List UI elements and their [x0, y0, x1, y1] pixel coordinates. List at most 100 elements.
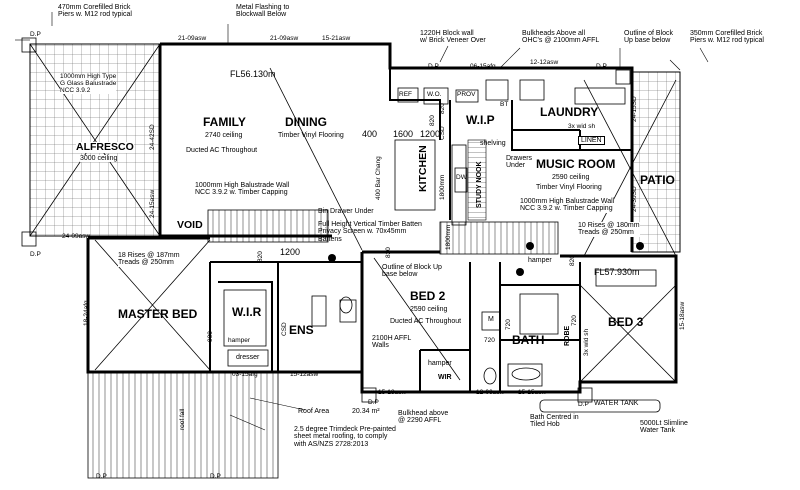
stair-right: [439, 221, 559, 255]
label-hamper-3: hamper: [528, 257, 552, 264]
dim-d22: 15-15asw: [518, 389, 547, 396]
stair-kitchen: [467, 139, 487, 221]
dim-d33: 820: [439, 103, 446, 114]
label-dw: DW: [456, 174, 467, 181]
room-wir-small: WIR: [438, 374, 452, 381]
dim-d15: 1200: [280, 247, 301, 257]
dim-d20: 15-18asw: [378, 389, 407, 396]
room-family-ac: Ducted AC Throughout: [186, 147, 258, 154]
label-dp-1: D.P: [30, 31, 41, 38]
dim-d3: 15-21asw: [322, 35, 351, 42]
dim-d23: 15-18asw: [679, 301, 686, 330]
room-ens: ENS: [289, 323, 314, 337]
dim-d29: 720: [484, 337, 495, 344]
dim-d13: 820: [429, 115, 436, 126]
note-water-tank: 5000Lt Slimline Water Tank: [640, 420, 688, 435]
room-bed3: BED 3: [608, 315, 644, 329]
dim-d25: 3x wid sh: [583, 328, 590, 356]
room-family: FAMILY: [203, 115, 246, 129]
label-bt: BT: [500, 101, 509, 108]
room-family-ceiling: 2740 ceiling: [205, 132, 243, 139]
label-dresser: dresser: [236, 354, 260, 361]
dim-d4: 06-15afg: [470, 63, 496, 70]
dim-d34: 900: [207, 331, 214, 342]
dim-d32: 820: [569, 255, 576, 266]
label-dp-2: D.P: [30, 251, 41, 258]
patio-deck: [631, 71, 681, 253]
note-outline-block: Outline of Block Up base below: [624, 30, 674, 45]
note-walls-2100: 2100H AFFL Walls: [372, 335, 412, 350]
note-bin-drawer: Bin Drawer Under: [318, 208, 374, 215]
dim-d26: 400 Bar Chang: [375, 156, 382, 200]
dim-d11: 1600: [393, 129, 414, 139]
room-patio: PATIO: [640, 173, 675, 187]
room-music-ceiling: 2590 ceiling: [552, 174, 590, 181]
note-balustrade-void: 1000mm High Balustrade Wall NCC 3.9.2 w.…: [195, 182, 290, 197]
note-balustrade-alfresco: 1000mm High Type G Glass Balustrade NCC …: [60, 73, 117, 95]
dim-d40: 820: [385, 247, 392, 258]
dim-d12: 1200: [420, 129, 441, 139]
label-fl-bed3: FL57.930m: [594, 267, 640, 277]
room-alfresco: ALFRESCO: [76, 141, 134, 154]
note-bulkhead-above: Bulkhead above @ 2290 AFFL: [398, 410, 449, 425]
note-outline-block-bed2: Outline of Block Up base below: [382, 264, 442, 279]
room-master-bed: MASTER BED: [118, 307, 198, 321]
dim-d6: 24-42SD: [149, 124, 156, 150]
label-wo: W.O.: [427, 91, 442, 98]
dim-d21: 12-06asw: [476, 389, 505, 396]
note-roof-area-value: 20.34 m²: [352, 408, 380, 415]
note-balustrade-patio: 1000mm High Balustrade Wall NCC 3.9.2 w.…: [520, 198, 615, 213]
room-wip: W.I.P: [466, 113, 495, 127]
dim-d37: roof fall: [179, 408, 186, 430]
label-dp-3: D.P: [428, 63, 439, 70]
note-bulkheads: Bulkheads Above all OHC's @ 2100mm AFFL: [522, 30, 600, 45]
dim-d18: 03-15afg: [232, 371, 258, 378]
label-dp-5: D.P: [96, 473, 107, 480]
dim-d17: 18-24afg: [83, 300, 90, 326]
room-bed2-ac: Ducted AC Throughout: [390, 318, 462, 325]
dim-d16: 820: [257, 251, 264, 262]
label-hamper-2: hamper: [428, 360, 452, 367]
note-rises-patio: 10 Rises @ 180mm Treads @ 250mm: [578, 222, 640, 237]
room-music: MUSIC ROOM: [536, 157, 616, 171]
note-batten-screen: Full Height Vertical Timber Batten Priva…: [318, 221, 422, 243]
label-csd-2: CSD: [281, 322, 288, 336]
room-dining: DINING: [285, 115, 327, 129]
room-bed2-ceiling: 2590 ceiling: [410, 306, 448, 313]
note-bath-centred: Bath Centred in Tiled Hob: [530, 414, 579, 429]
note-rises-stair: 18 Rises @ 187mm Treads @ 250mm: [118, 252, 180, 267]
label-dp-4: D.P: [596, 63, 607, 70]
note-shelving: shelving: [480, 140, 506, 147]
dim-d7: 24-15asw: [149, 189, 156, 218]
room-bath: BATH: [512, 333, 545, 347]
label-fl-main: FL56.130m: [230, 69, 276, 79]
room-study-nook: STUDY NOOK: [476, 161, 483, 208]
label-dp-7: D.P: [578, 401, 589, 408]
dim-d28: 1800mm: [445, 224, 452, 250]
room-laundry: LAUNDRY: [540, 105, 599, 119]
room-wir: W.I.R: [232, 305, 262, 319]
note-metal-flashing: Metal Flashing to Blockwall Below: [236, 4, 290, 19]
label-csd-1: CSD: [439, 126, 446, 140]
label-prov: PROV: [457, 91, 476, 98]
dim-d2: 21-09asw: [270, 35, 299, 42]
label-m: M: [488, 316, 494, 323]
note-drawers-under: Drawers Under: [506, 155, 533, 170]
label-water-tank: WATER TANK: [594, 400, 639, 407]
room-kitchen: KITCHEN: [417, 145, 429, 192]
note-roofing: 2.5 degree Trimdeck Pre-painted sheet me…: [294, 426, 396, 448]
note-block-wall: 1220H Block wall w/ Brick Veneer Over: [420, 30, 486, 45]
dim-d19: 15-12asw: [290, 371, 319, 378]
note-corefilled-left: 470mm Corefilled Brick Piers w. M12 rod …: [58, 4, 132, 19]
note-timber-vinyl: Timber Vinyl Flooring: [278, 132, 344, 139]
room-void: VOID: [177, 219, 203, 231]
dim-d39: 24-09asw: [62, 233, 91, 240]
room-alfresco-ceiling: 3000 ceiling: [80, 155, 118, 163]
dim-d27: 1800mm: [439, 174, 446, 200]
note-roof-area: Roof Area: [298, 408, 330, 415]
label-dp-8: D.P: [210, 473, 221, 480]
label-hamper-1: hamper: [228, 337, 251, 344]
label-ref: REF: [399, 91, 412, 98]
room-robe: ROBE: [564, 325, 571, 346]
